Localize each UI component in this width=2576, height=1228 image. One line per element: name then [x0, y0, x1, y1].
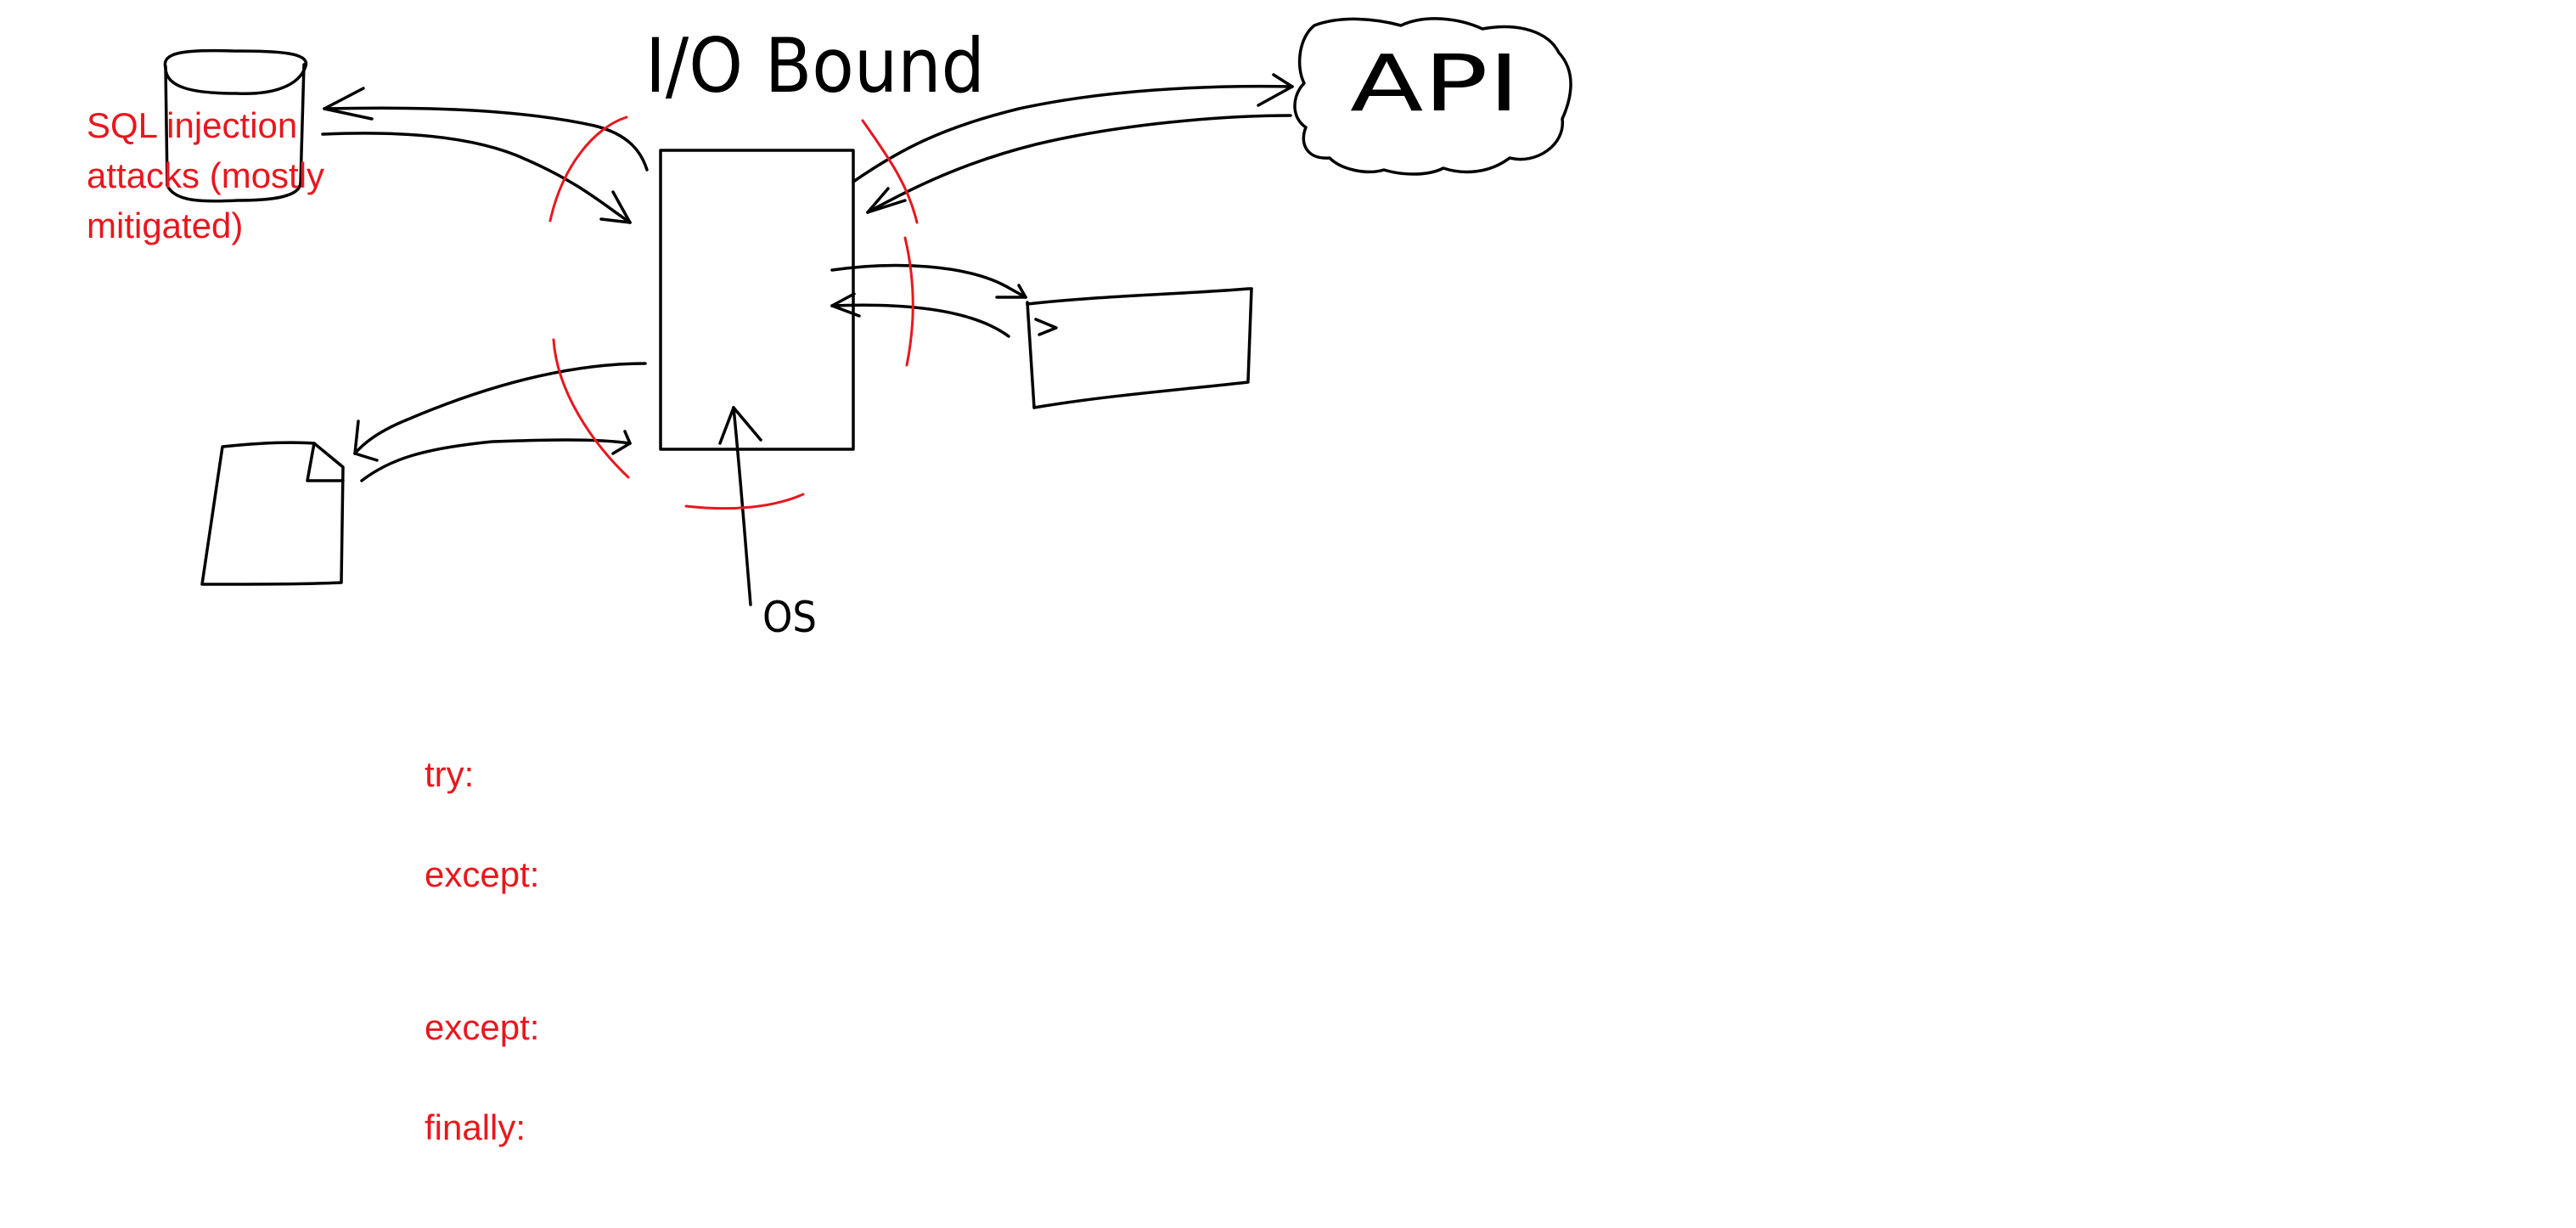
- sql-note-line-3: mitigated): [87, 206, 244, 245]
- keyword-except-1: except:: [425, 854, 540, 894]
- sql-injection-note: SQL injection attacks (mostly mitigated): [87, 100, 358, 251]
- sql-note-line-1: SQL injection: [87, 105, 298, 145]
- red-mark-api: [861, 119, 919, 224]
- db-arrows: [321, 87, 649, 224]
- process-box: [659, 149, 855, 451]
- red-mark-db: [548, 115, 628, 223]
- red-boundary-marks: [548, 115, 919, 510]
- file-arrows: [353, 362, 647, 482]
- keyword-finally: finally:: [425, 1107, 526, 1147]
- red-mark-terminal: [903, 236, 914, 367]
- diagram-title: I/O Bound: [645, 22, 985, 110]
- diagram-title-group: I/O Bound: [645, 22, 985, 110]
- file-icon: [200, 441, 345, 586]
- api-arrows: [852, 73, 1294, 214]
- terminal-arrows: [830, 263, 1027, 338]
- os-label: OS: [762, 593, 817, 642]
- api-label: API: [1350, 38, 1520, 129]
- sql-note-line-2: attacks (mostly: [87, 155, 325, 195]
- terminal-icon: [1026, 287, 1253, 409]
- red-mark-os: [684, 493, 805, 510]
- keyword-except-2: except:: [425, 1007, 540, 1047]
- keyword-try: try:: [425, 754, 475, 794]
- red-mark-file: [552, 338, 630, 479]
- api-cloud-icon: [1293, 17, 1572, 176]
- database-icon: [163, 48, 308, 203]
